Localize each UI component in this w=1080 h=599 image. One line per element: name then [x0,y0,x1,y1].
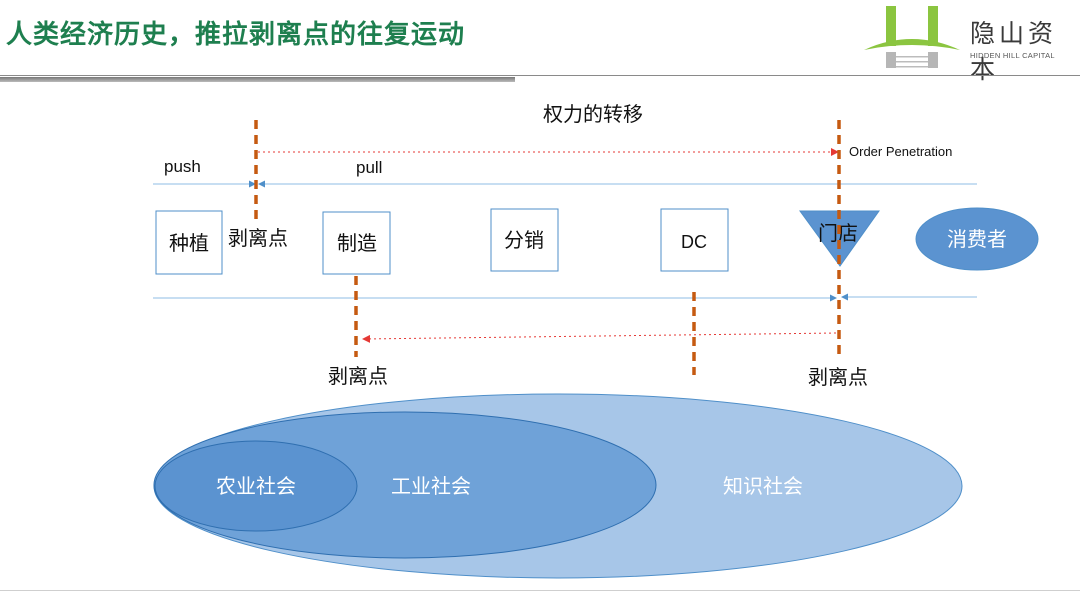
page-title: 人类经济历史，推拉剥离点的往复运动 [6,20,466,50]
stage-label-dc: DC [681,232,707,252]
bottom-return-arrow [362,332,837,343]
pull-label: pull [356,158,382,177]
logo-name: 隐山资本 [970,19,1058,84]
stage-box-manufacture [322,211,391,275]
hidden-hill-logo [864,6,960,68]
diagram-heading: 权力的转移 [543,102,643,126]
agricultural-society-ellipse [154,440,358,532]
footer-divider [0,590,1080,591]
agricultural-society-label: 农业社会 [216,474,296,498]
decoupling-label-store: 剥离点 [808,365,868,389]
stage-label-plant: 种植 [169,231,209,255]
header-accent-bar [0,77,515,82]
stage-label-manufacture: 制造 [337,231,377,255]
consumer-ellipse [915,207,1039,271]
stage-box-plant [155,210,223,275]
decoupling-label-manufacture: 剥离点 [328,364,388,388]
stage-label-consumer: 消费者 [947,227,1007,251]
decoupling-label-plant: 剥离点 [228,226,288,250]
push-label: push [164,157,201,176]
knowledge-society-label: 知识社会 [723,474,803,498]
stage-box-distribution [490,208,559,272]
header-divider [0,75,1080,76]
stage-label-distribution: 分销 [504,228,544,252]
logo-subtitle: HIDDEN HILL CAPITAL [970,51,1055,60]
industrial-society-label: 工业社会 [391,474,471,498]
stage-box-dc [660,208,729,272]
order-penetration-label: Order Penetration [849,144,952,159]
